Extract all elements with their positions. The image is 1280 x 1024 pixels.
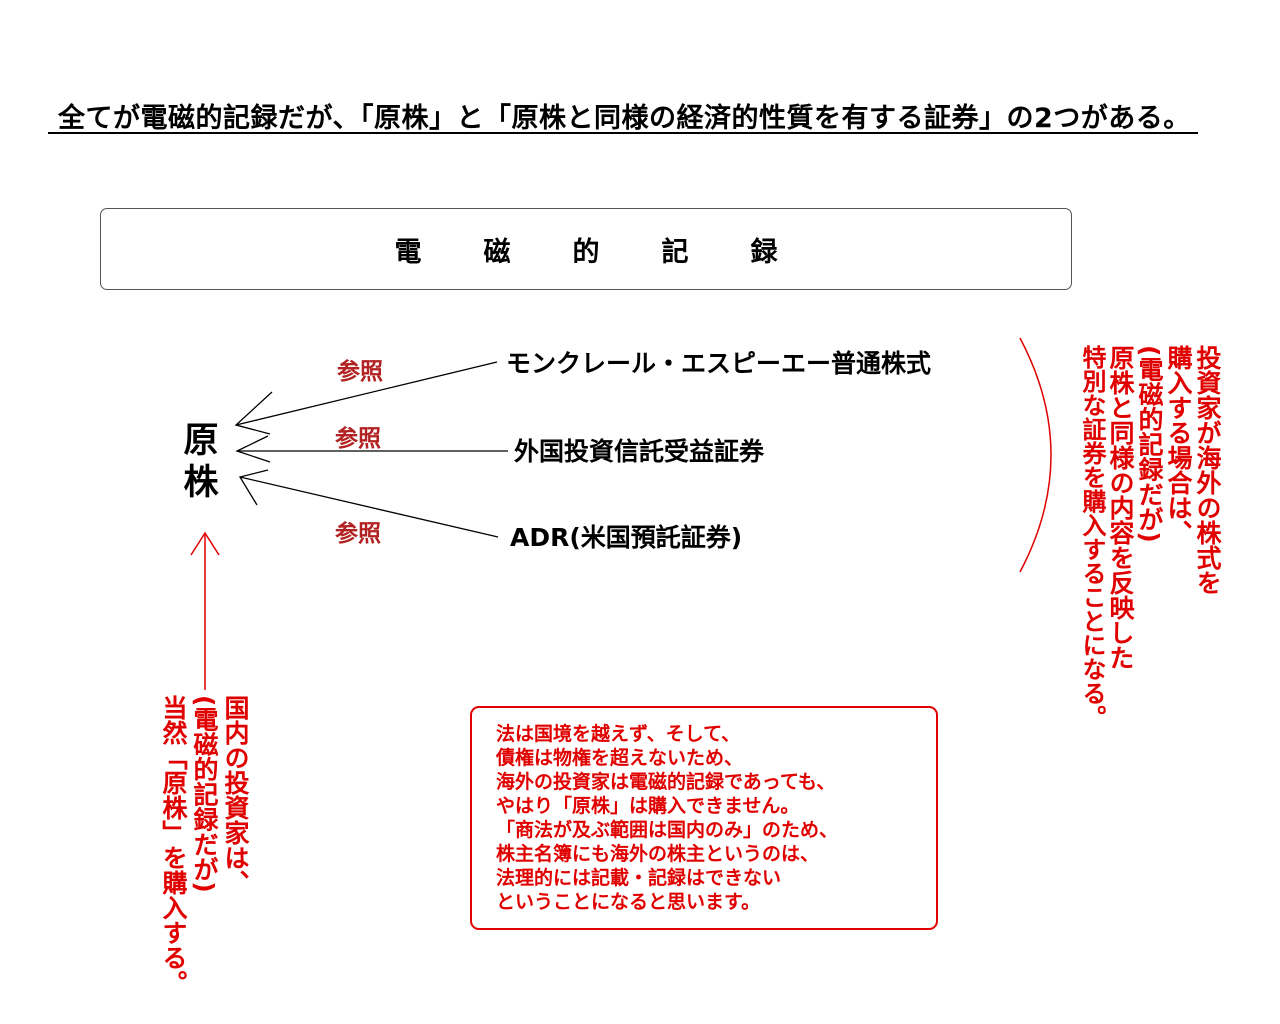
arrowhead-3 xyxy=(238,469,269,506)
domestic-note-line-1: 国内の投資家は、 xyxy=(221,695,250,895)
law-note-box: 法は国境を越えず、そして、 債権は物権を超えないため、 海外の投資家は電磁的記録… xyxy=(470,706,938,930)
genkabu-label: 原株 xyxy=(183,421,219,503)
electromagnetic-record-box: 電磁的記録 xyxy=(100,208,1072,290)
law-note-line-3: 海外の投資家は電磁的記録であっても、 xyxy=(496,771,836,793)
law-note-line-7: 法理的には記載・記録はできない xyxy=(496,867,782,889)
law-note-line-6: 株主名簿にも海外の株主というのは、 xyxy=(496,843,820,865)
foreign-note-line-2: 購入する場合は、 xyxy=(1164,345,1193,545)
foreign-note: 投資家が海外の株式を 購入する場合は、 (電磁的記録だが) 原株と同様の内容を反… xyxy=(1072,345,1222,775)
domestic-arrowhead xyxy=(190,531,220,556)
ref-label-1: 参照 xyxy=(337,359,383,385)
ref-label-2: 参照 xyxy=(335,426,381,452)
arrow-line-1 xyxy=(235,361,498,426)
domestic-note: 国内の投資家は、 (電磁的記録だが) 当然「原株」を購入する。 xyxy=(155,695,250,1010)
foreign-note-line-3: (電磁的記録だが) xyxy=(1135,345,1164,543)
law-note-line-8: ということになると思います。 xyxy=(496,891,761,913)
ref-label-3: 参照 xyxy=(335,521,381,547)
arrowhead-2 xyxy=(235,435,271,463)
security-adr: ADR(米国預託証券) xyxy=(510,523,743,552)
domestic-note-line-2: (電磁的記録だが) xyxy=(190,695,219,893)
law-note-line-2: 債権は物権を超えないため、 xyxy=(496,747,744,769)
arrowhead-1 xyxy=(234,391,273,435)
law-note-line-1: 法は国境を越えず、そして、 xyxy=(496,723,741,745)
security-foreign-fund: 外国投資信託受益証券 xyxy=(514,437,765,466)
foreign-note-line-1: 投資家が海外の株式を xyxy=(1193,345,1222,595)
page-headline: 全てが電磁的記録だが、「原株」と「原株と同様の経済的性質を有する証券」の2つがあ… xyxy=(58,103,1191,134)
arrow-line-3 xyxy=(239,476,499,538)
domestic-note-line-3: 当然「原株」を購入する。 xyxy=(159,695,188,995)
foreign-bracket xyxy=(1019,337,1052,573)
headline-underline xyxy=(48,132,1198,134)
law-note-line-4: やはり「原株」は購入できません。 xyxy=(496,795,800,817)
box-title: 電磁的記録 xyxy=(394,236,840,268)
law-note-line-5: 「商法が及ぶ範囲は国内のみ」のため、 xyxy=(496,819,839,841)
foreign-note-line-4: 原株と同様の内容を反映した xyxy=(1106,345,1135,670)
foreign-note-line-5: 特別な証券を購入することになる。 xyxy=(1078,345,1106,729)
security-monclair: モンクレール・エスピーエー普通株式 xyxy=(506,349,932,378)
